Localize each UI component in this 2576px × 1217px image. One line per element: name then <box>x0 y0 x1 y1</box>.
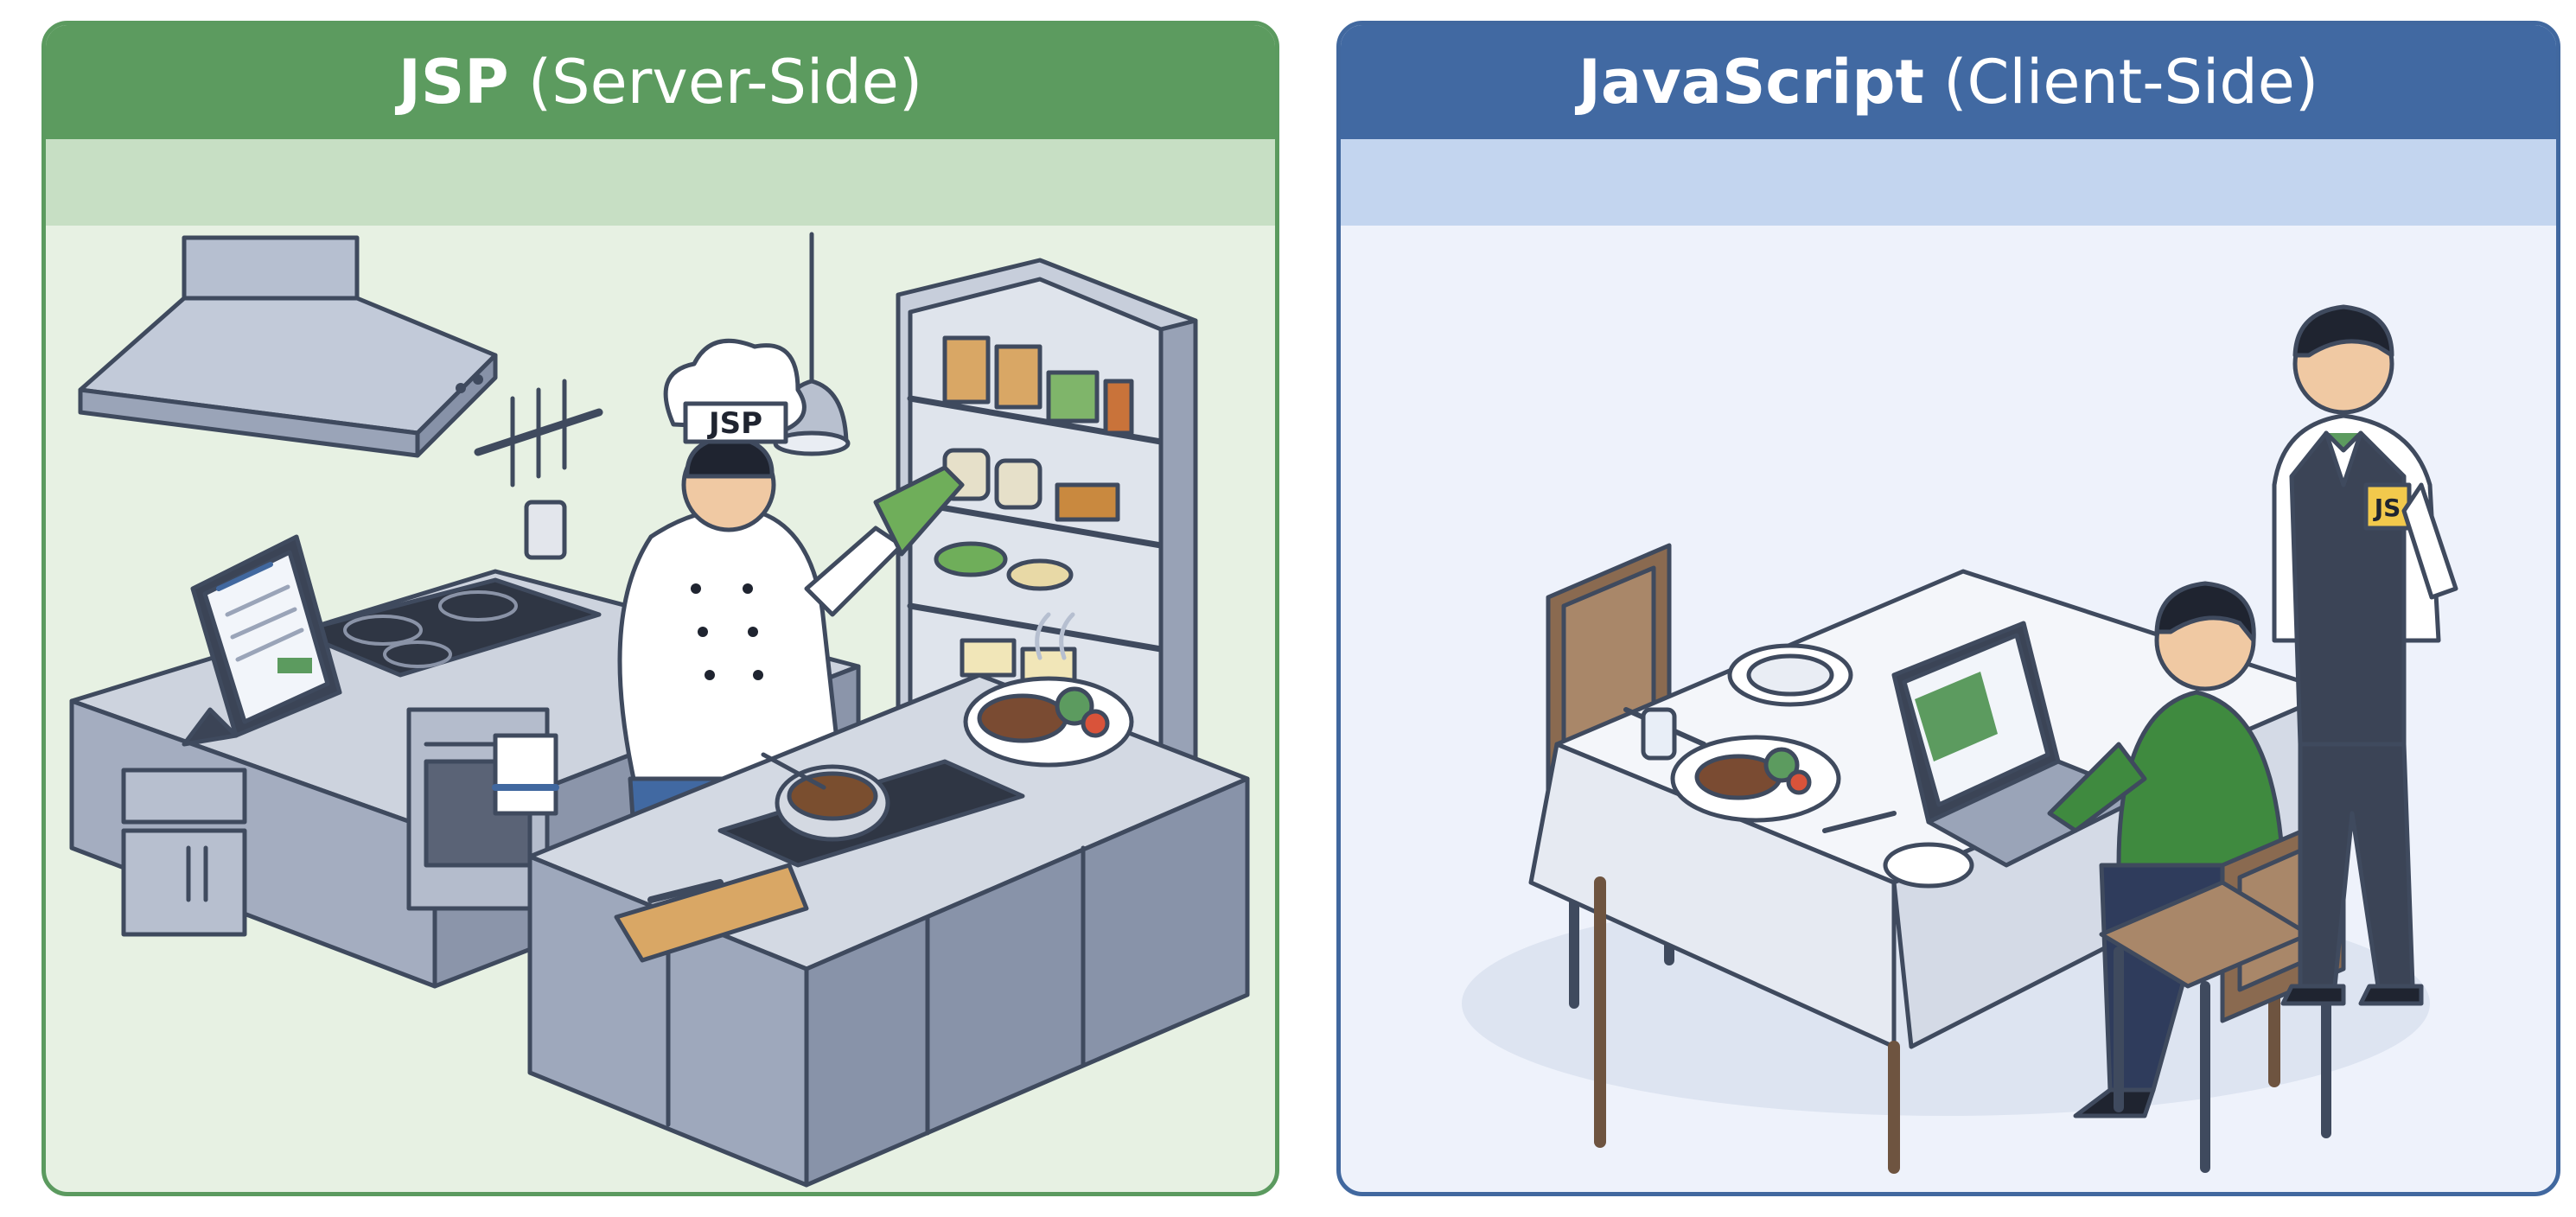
tablet-icon <box>182 534 342 747</box>
panel-title-rest: (Client-Side) <box>1943 47 2319 118</box>
panel-title-rest: (Server-Side) <box>527 47 923 118</box>
panel-javascript-client-side: JavaScript (Client-Side) <box>1336 21 2560 1196</box>
waiter-figure: JS <box>2272 304 2458 1006</box>
panel-header-jsp: JSP (Server-Side) <box>46 25 1275 139</box>
range-hood-icon <box>78 235 498 458</box>
chef-figure: JSP <box>617 338 965 833</box>
stove-top-icon <box>294 577 602 678</box>
header-band <box>46 139 1275 226</box>
header-band <box>1341 139 2556 226</box>
panel-header-javascript: JavaScript (Client-Side) <box>1341 25 2556 139</box>
panel-title-bold: JSP <box>398 47 509 118</box>
waiter-badge-label: JS <box>2373 494 2401 522</box>
laptop-icon <box>1891 621 2147 868</box>
kitchen-scene: JSP <box>69 232 1250 1188</box>
dining-scene: JS <box>1462 304 2458 1174</box>
oven-icon <box>406 707 559 911</box>
panel-jsp-server-side: JSP (Server-Side) <box>41 21 1279 1196</box>
chef-hat-label: JSP <box>707 406 762 441</box>
steak-plate-icon <box>963 612 1134 768</box>
panel-title-bold: JavaScript <box>1578 47 1924 118</box>
knife-rack-icon <box>474 379 603 487</box>
island-counter <box>527 672 1250 1188</box>
jar-icon <box>524 500 567 560</box>
